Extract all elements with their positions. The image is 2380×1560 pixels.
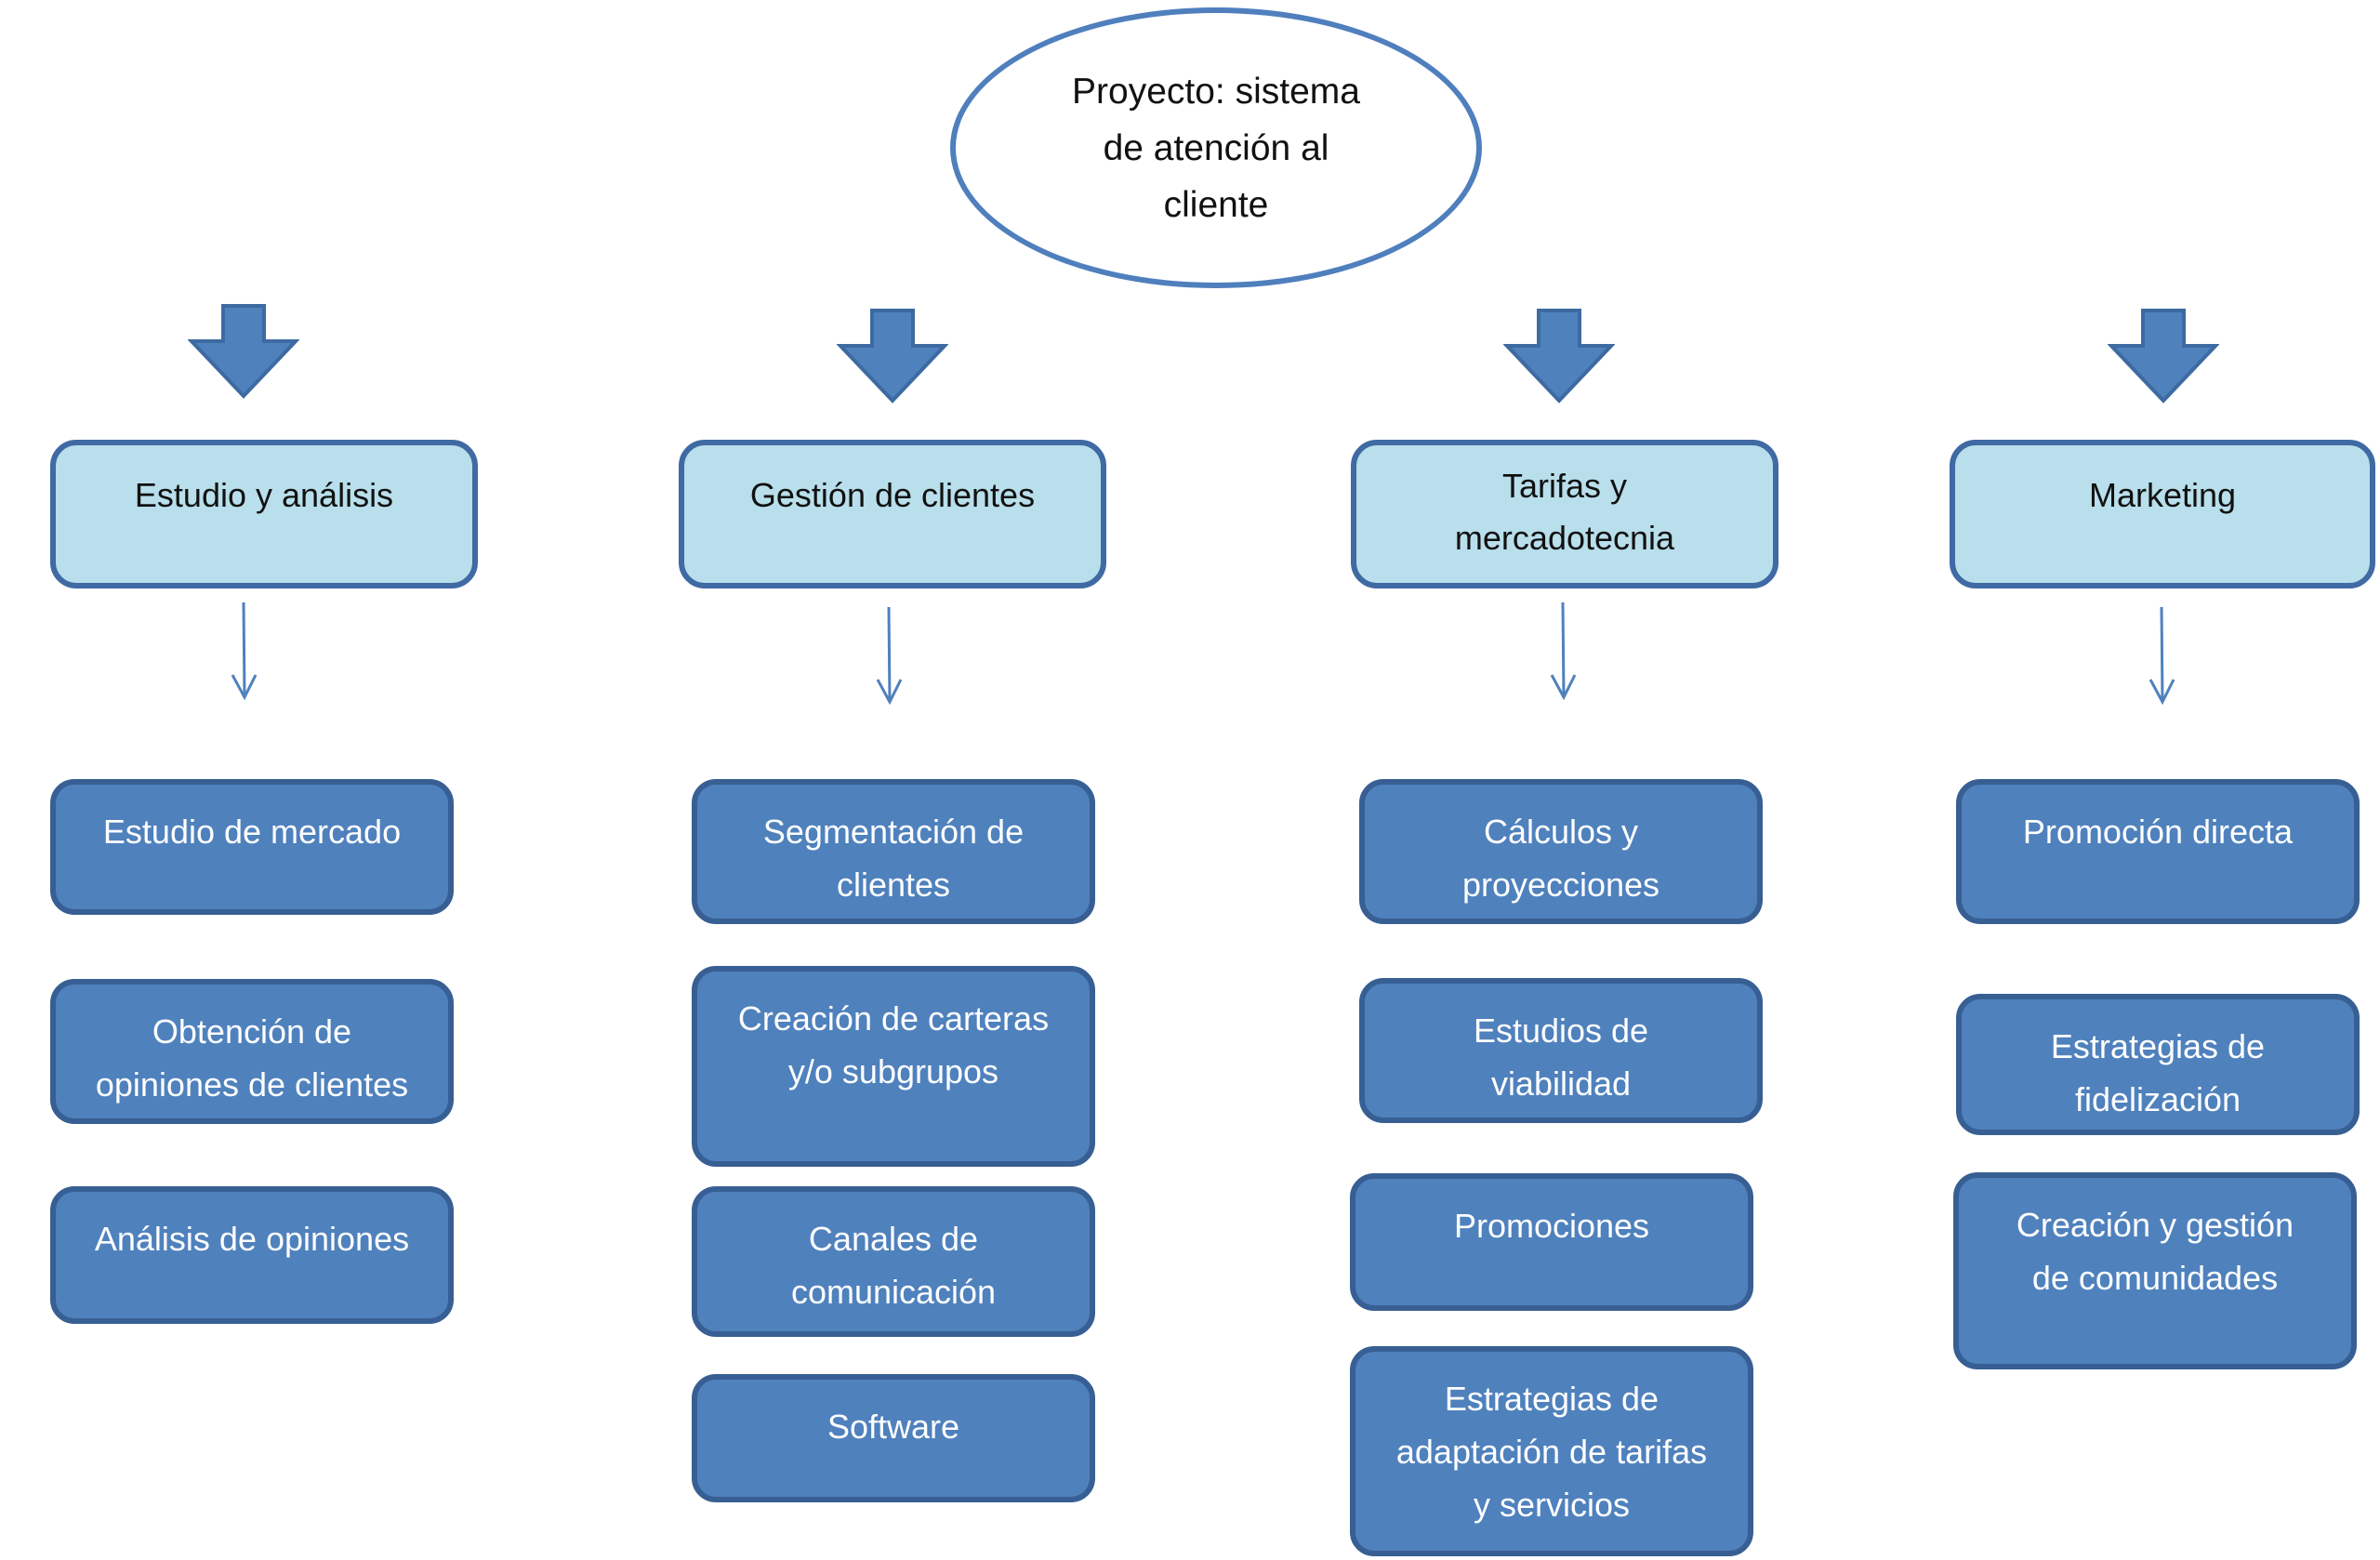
- task-label: Cálculos y proyecciones: [1461, 813, 1660, 904]
- category-header-marketing: Marketing: [1950, 440, 2375, 588]
- task-box: Obtención de opiniones de clientes: [50, 979, 454, 1124]
- task-box: Estudio de mercado: [50, 779, 454, 915]
- task-box: Creación de carteras y/o subgrupos: [692, 966, 1095, 1167]
- category-header-label: Estudio y análisis: [134, 476, 394, 514]
- block-arrow-down-icon: [1503, 309, 1615, 403]
- task-box: Estrategias de fidelización: [1956, 994, 2360, 1135]
- task-box: Segmentación de clientes: [692, 779, 1095, 924]
- task-label: Estudio de mercado: [102, 813, 402, 851]
- task-label: Creación y gestión de comunidades: [2016, 1206, 2294, 1297]
- thin-arrow-down-icon: [870, 607, 907, 706]
- category-header-label: Gestión de clientes: [749, 476, 1036, 514]
- category-header-tarifas: Tarifas y mercadotecnia: [1351, 440, 1778, 588]
- thin-arrow-down-icon: [1544, 602, 1581, 701]
- task-box: Promoción directa: [1956, 779, 2360, 924]
- task-box: Canales de comunicación: [692, 1186, 1095, 1337]
- root-node-ellipse: Proyecto: sistema de atención al cliente: [950, 7, 1482, 288]
- task-label: Análisis de opiniones: [94, 1220, 410, 1258]
- block-arrow-down-icon: [188, 304, 299, 399]
- category-header-label: Marketing: [2088, 476, 2237, 514]
- task-box: Estudios de viabilidad: [1359, 978, 1763, 1123]
- task-label: Software: [826, 1408, 960, 1446]
- category-header-label: Tarifas y mercadotecnia: [1454, 467, 1675, 557]
- task-label: Estrategias de adaptación de tarifas y s…: [1395, 1380, 1708, 1524]
- block-arrow-down-icon: [837, 309, 948, 403]
- task-box: Promociones: [1350, 1173, 1753, 1311]
- root-node-label: Proyecto: sistema de atención al cliente: [1072, 71, 1360, 225]
- task-label: Canales de comunicación: [790, 1220, 997, 1311]
- category-header-estudio: Estudio y análisis: [50, 440, 478, 588]
- task-box: Cálculos y proyecciones: [1359, 779, 1763, 924]
- task-label: Segmentación de clientes: [762, 813, 1025, 904]
- task-label: Obtención de opiniones de clientes: [95, 1012, 409, 1104]
- task-label: Promoción directa: [2022, 813, 2294, 851]
- task-box: Software: [692, 1374, 1095, 1502]
- category-header-gestion: Gestión de clientes: [679, 440, 1106, 588]
- task-label: Estudios de viabilidad: [1473, 1011, 1649, 1103]
- thin-arrow-down-icon: [225, 602, 262, 701]
- task-box: Estrategias de adaptación de tarifas y s…: [1350, 1346, 1753, 1556]
- block-arrow-down-icon: [2108, 309, 2219, 403]
- task-box: Análisis de opiniones: [50, 1186, 454, 1324]
- task-label: Creación de carteras y/o subgrupos: [737, 999, 1050, 1091]
- thin-arrow-down-icon: [2143, 607, 2180, 706]
- task-box: Creación y gestión de comunidades: [1953, 1172, 2357, 1369]
- task-label: Promociones: [1453, 1207, 1650, 1245]
- task-label: Estrategias de fidelización: [2050, 1027, 2266, 1118]
